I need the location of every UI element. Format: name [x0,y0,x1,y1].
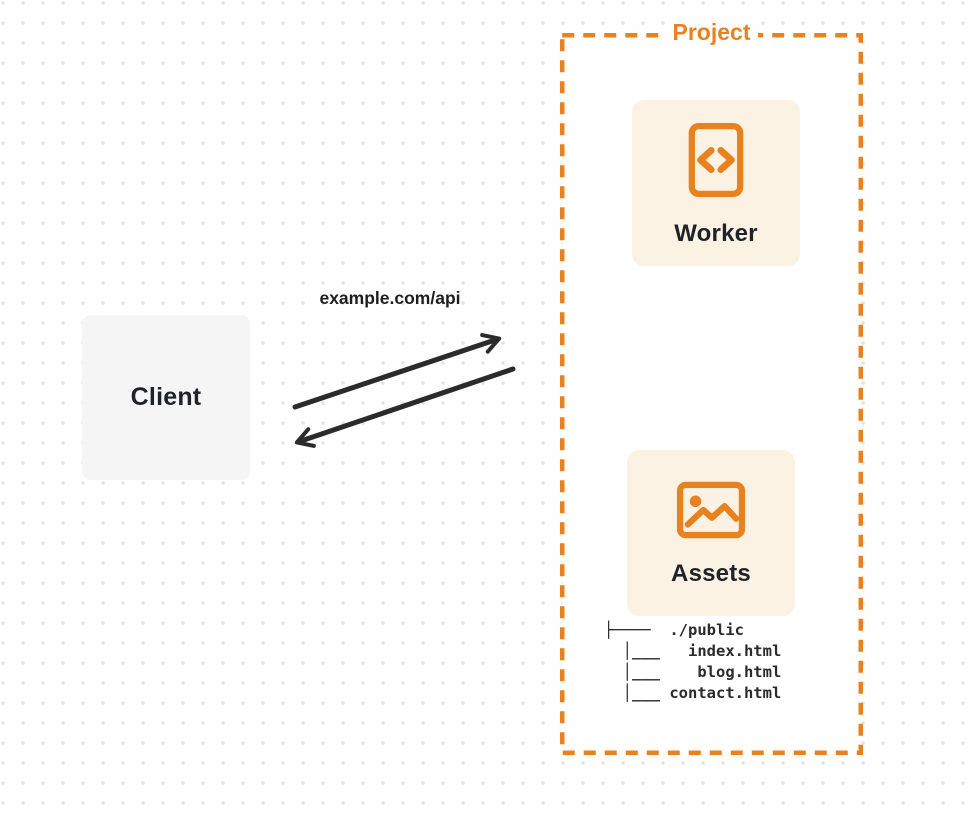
worker-node: Worker [632,100,800,266]
request-arrow [292,333,502,410]
image-icon [676,481,746,544]
request-url-label: example.com/api [319,288,461,308]
client-node: Client [82,315,250,480]
project-title: Project [664,18,759,46]
request-response-arrows [292,333,516,448]
code-brackets-icon [687,121,745,204]
client-label: Client [130,383,202,411]
assets-label: Assets [671,559,751,587]
assets-node: Assets [627,450,795,616]
worker-label: Worker [674,219,758,247]
response-arrow [294,366,516,448]
assets-file-tree: ├──── ./public │___ index.html │___ blog… [604,621,782,702]
project-container: Project Worker Assets [560,18,863,755]
